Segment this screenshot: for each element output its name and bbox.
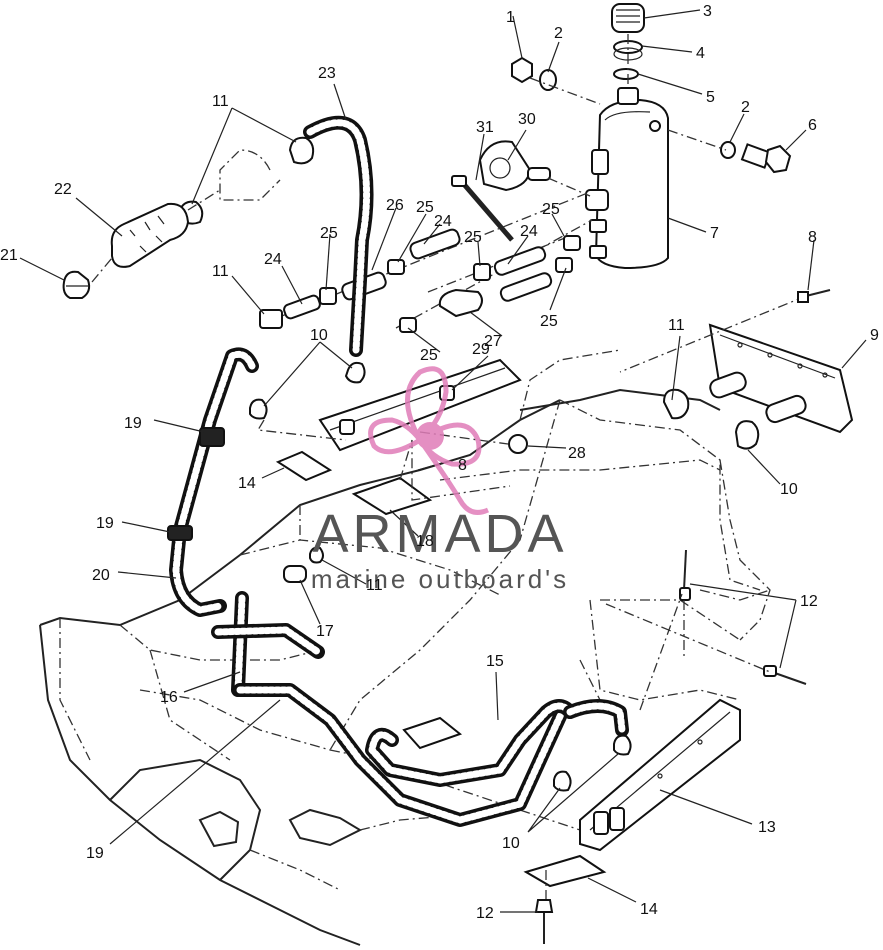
callout-8: 8 bbox=[808, 229, 817, 246]
callout-10: 10 bbox=[310, 327, 328, 344]
filter-bracket-lower bbox=[402, 716, 463, 750]
callout-3: 3 bbox=[703, 3, 712, 20]
fitting-17 bbox=[283, 565, 307, 583]
callout-4: 4 bbox=[696, 45, 705, 62]
callout-11: 11 bbox=[366, 577, 383, 594]
callout-13: 13 bbox=[758, 819, 776, 836]
connector-11-upper bbox=[178, 136, 315, 225]
clamp-11-right bbox=[662, 388, 690, 420]
callout-10: 10 bbox=[502, 835, 520, 852]
oil-tank bbox=[585, 87, 669, 270]
o-ring bbox=[613, 68, 639, 80]
callout-11: 11 bbox=[212, 263, 229, 280]
callout-29: 29 bbox=[472, 341, 490, 358]
watermark-tagline: marine outboard's bbox=[311, 564, 569, 594]
callout-31: 31 bbox=[476, 119, 494, 136]
clip-19-middle bbox=[167, 525, 193, 541]
tank-mount-line-right bbox=[667, 129, 727, 151]
callout-25: 25 bbox=[416, 199, 434, 216]
callout-19: 19 bbox=[124, 415, 142, 432]
bracket-9 bbox=[708, 323, 854, 434]
callout-14: 14 bbox=[640, 901, 658, 918]
bolt-8-top bbox=[797, 289, 831, 303]
clamp-10-right bbox=[734, 420, 760, 450]
watermark-brand: ARMADA bbox=[312, 504, 567, 564]
callout-25: 25 bbox=[320, 225, 338, 242]
callout-9: 9 bbox=[870, 327, 879, 344]
fitting-row bbox=[259, 191, 593, 333]
dipstick-31 bbox=[451, 175, 514, 242]
washer-2-left bbox=[539, 69, 557, 91]
callout-11: 11 bbox=[668, 317, 685, 334]
primer-line bbox=[547, 177, 591, 197]
callout-20: 20 bbox=[92, 567, 110, 584]
callout-30: 30 bbox=[518, 111, 536, 128]
callout-19: 19 bbox=[86, 845, 104, 862]
leader-lines bbox=[19, 9, 867, 913]
callout-21: 21 bbox=[0, 247, 18, 264]
bolt-12-right bbox=[763, 665, 807, 685]
clamp-10-lower-a bbox=[553, 770, 572, 792]
bolt-12-lines bbox=[605, 593, 771, 711]
callout-25: 25 bbox=[464, 229, 482, 246]
hull-outline bbox=[39, 349, 771, 946]
clip-19-upper bbox=[199, 427, 225, 447]
callout-24: 24 bbox=[520, 223, 538, 240]
callout-6: 6 bbox=[808, 117, 817, 134]
nut-1 bbox=[511, 56, 533, 84]
callout-12: 12 bbox=[800, 593, 818, 610]
callout-22: 22 bbox=[54, 181, 72, 198]
callout-24: 24 bbox=[434, 213, 452, 230]
bolt-8-line bbox=[619, 295, 807, 373]
mount-line-8 bbox=[399, 439, 511, 501]
plate-18 bbox=[351, 476, 433, 516]
callout-14: 14 bbox=[238, 475, 256, 492]
callout-15: 15 bbox=[486, 653, 504, 670]
callout-8: 8 bbox=[458, 457, 467, 474]
callout-18: 18 bbox=[416, 533, 434, 550]
clamp-10-upper bbox=[344, 361, 366, 384]
callout-23: 23 bbox=[318, 65, 336, 82]
washer-2-right bbox=[720, 141, 736, 159]
callout-2: 2 bbox=[554, 25, 563, 42]
callout-17: 17 bbox=[316, 623, 334, 640]
callout-26: 26 bbox=[386, 197, 404, 214]
fitting-21 bbox=[62, 270, 91, 299]
bracket-13 bbox=[579, 698, 741, 852]
clamp-10-lower-b bbox=[613, 734, 632, 756]
bolt-12-bottom bbox=[534, 899, 554, 944]
clamp-10-left bbox=[249, 398, 268, 420]
clamp-10-line bbox=[256, 419, 347, 441]
tank-mount-line-left bbox=[529, 77, 601, 105]
callout-25: 25 bbox=[542, 201, 560, 218]
callout-28: 28 bbox=[568, 445, 586, 462]
callout-27: 27 bbox=[484, 333, 502, 350]
grommet-28 bbox=[508, 434, 528, 454]
squeeze-bulb-22 bbox=[110, 202, 190, 268]
callout-5: 5 bbox=[706, 89, 715, 106]
callout-1: 1 bbox=[506, 9, 515, 26]
callout-labels: 1 2 3 4 5 2 6 7 8 9 11 10 23 11 22 21 31… bbox=[0, 3, 879, 922]
bolt-12-upper bbox=[679, 549, 691, 601]
bracket-14-lower bbox=[523, 854, 607, 888]
clamp-11-lower bbox=[309, 546, 324, 564]
bracket-14-upper bbox=[275, 450, 333, 482]
callout-16: 16 bbox=[160, 689, 178, 706]
callout-7: 7 bbox=[710, 225, 719, 242]
primer-30 bbox=[478, 140, 551, 192]
filler-cap bbox=[611, 3, 645, 33]
callout-25: 25 bbox=[420, 347, 438, 364]
callout-19: 19 bbox=[96, 515, 114, 532]
callout-10: 10 bbox=[780, 481, 798, 498]
callout-11: 11 bbox=[212, 93, 229, 110]
bolt-6 bbox=[740, 143, 792, 174]
callout-24: 24 bbox=[264, 251, 282, 268]
callout-12: 12 bbox=[476, 905, 494, 922]
callout-2: 2 bbox=[741, 99, 750, 116]
armada-logo bbox=[368, 366, 490, 515]
callout-25: 25 bbox=[540, 313, 558, 330]
bulb-axis-line bbox=[91, 189, 221, 283]
